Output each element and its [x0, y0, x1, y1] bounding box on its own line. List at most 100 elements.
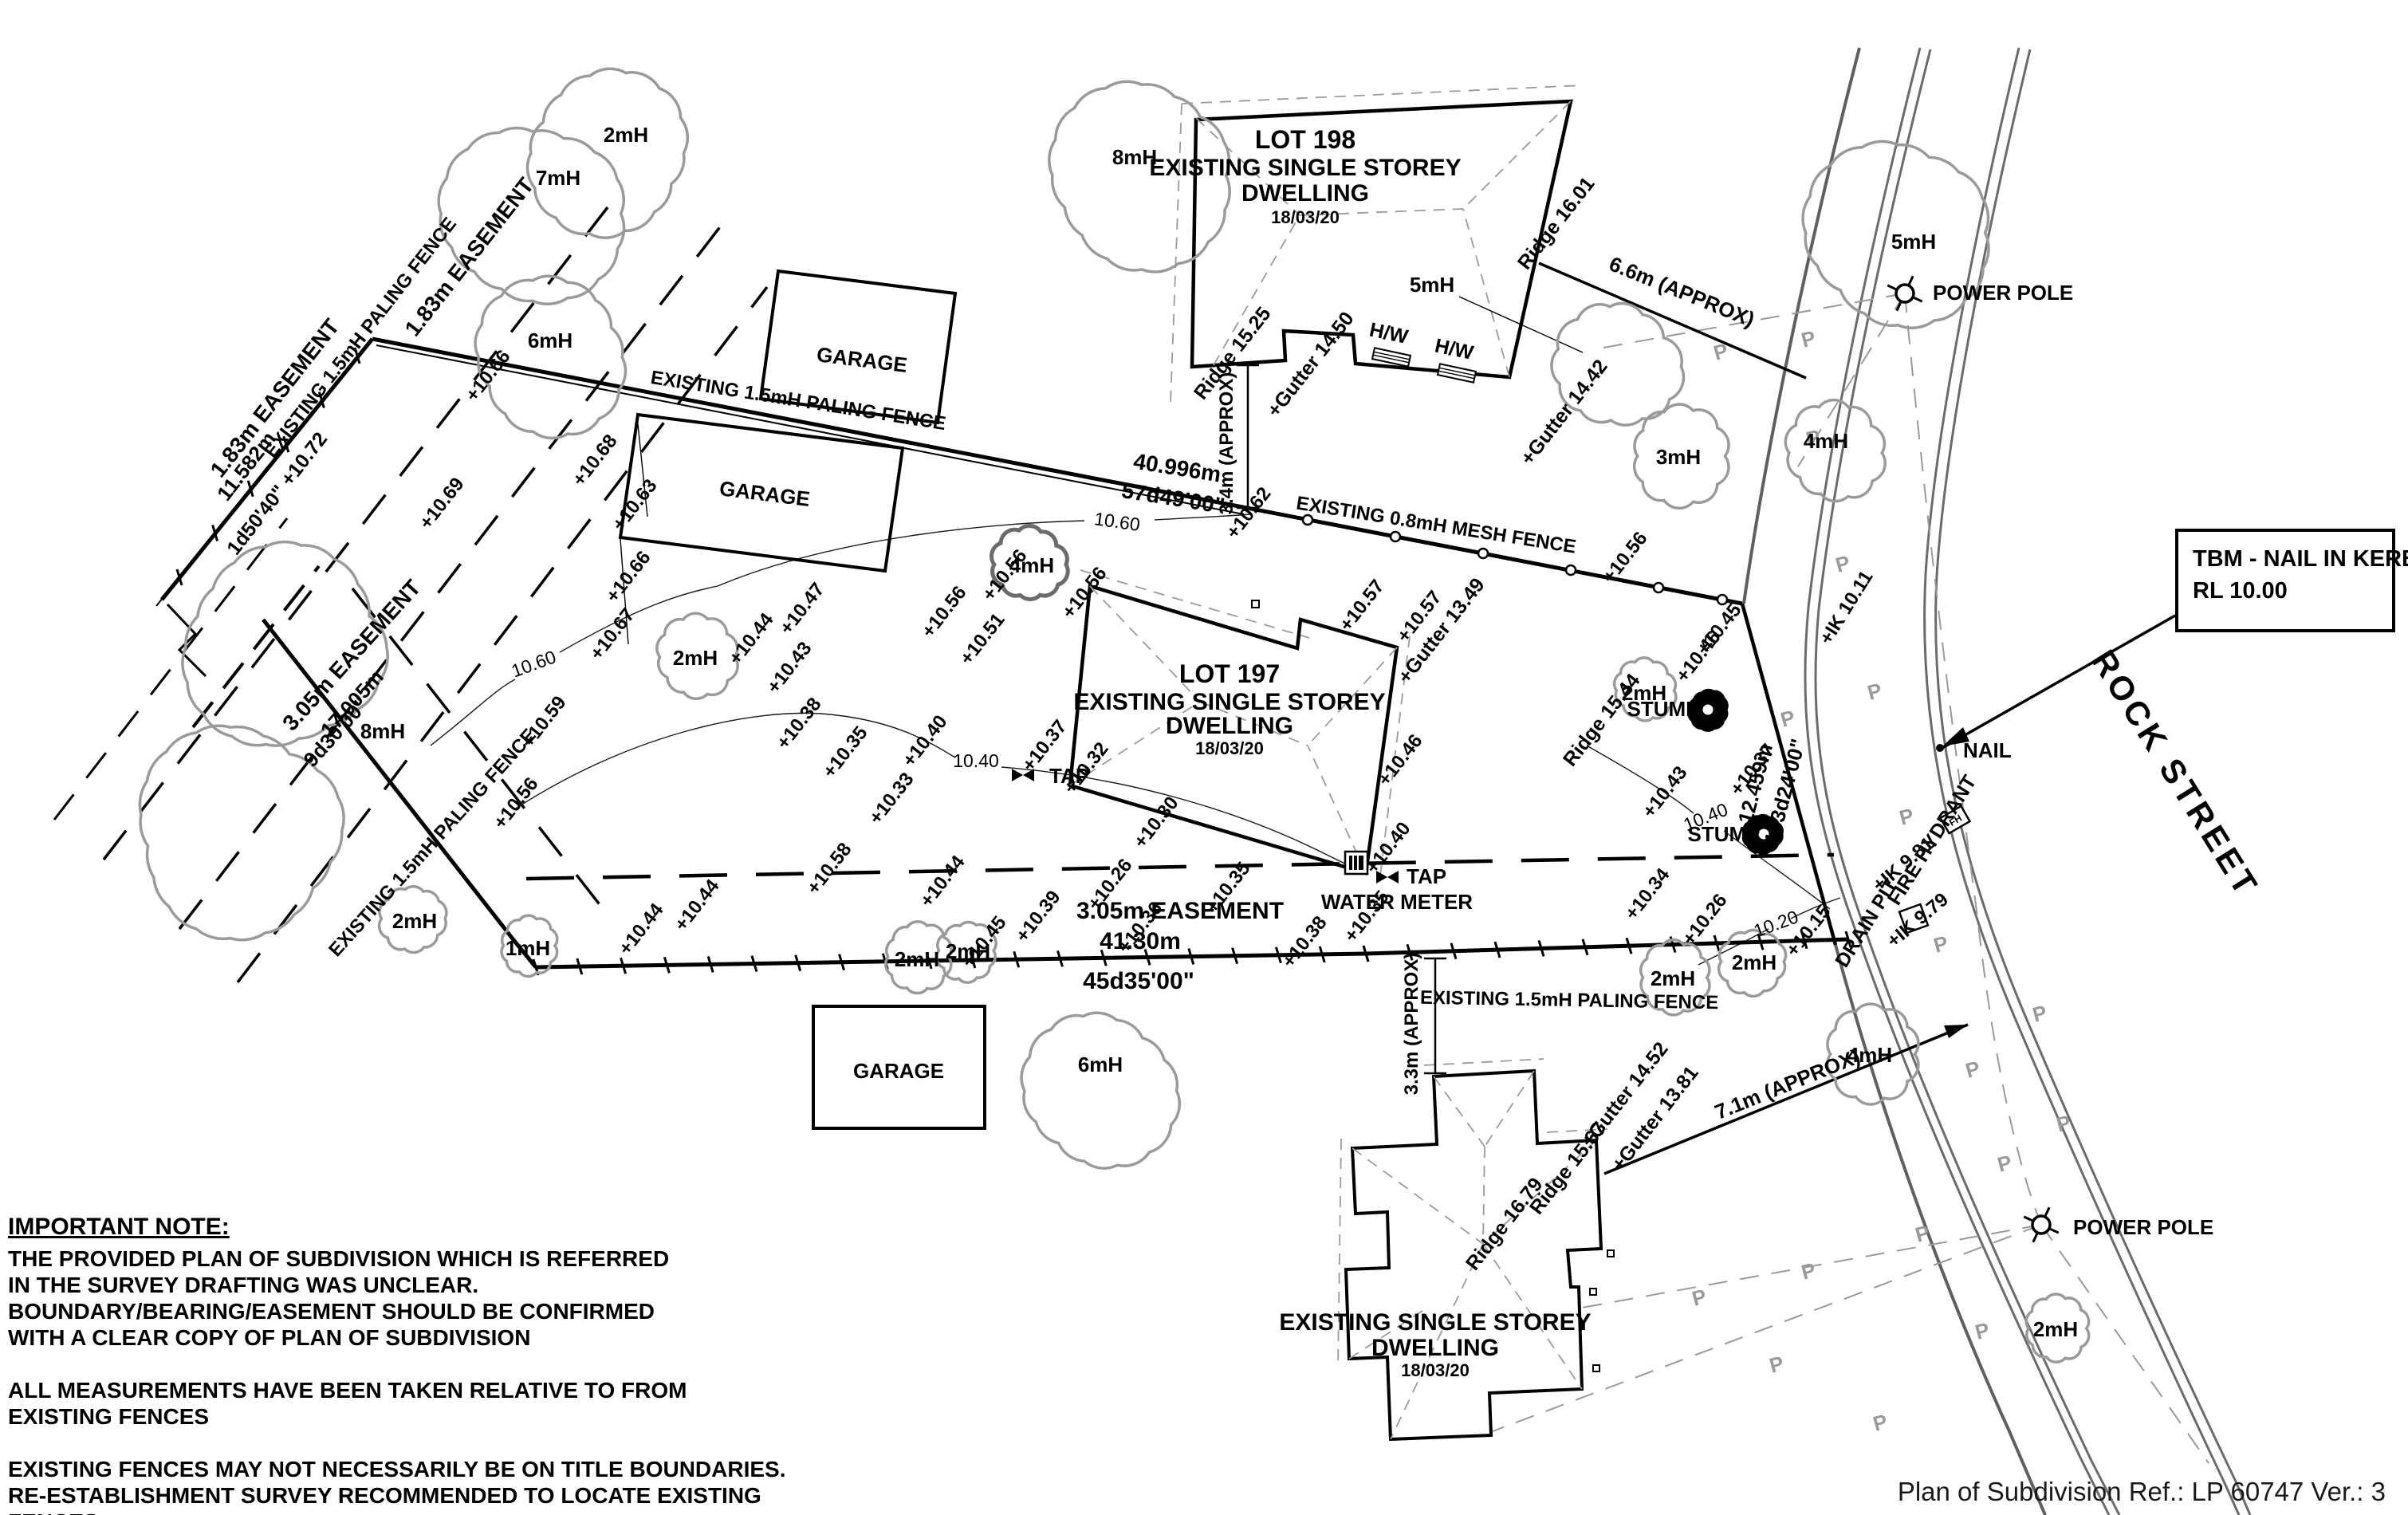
plan-label: 2mH — [895, 947, 939, 971]
plan-label: STUMP — [1688, 822, 1761, 846]
plan-label: DWELLING — [1166, 713, 1293, 739]
important-note-block: IMPORTANT NOTE: THE PROVIDED PLAN OF SUB… — [8, 1214, 786, 1515]
plan-label: 3mH — [1656, 445, 1701, 469]
plan-label: 7.1m (APPROX) — [1711, 1044, 1863, 1123]
easement-lines — [53, 206, 1835, 984]
plan-label: 18/03/20 — [1271, 207, 1340, 227]
plan-label: +10.44 — [671, 875, 724, 935]
important-note-line: EXISTING FENCES MAY NOT NECESSARILY BE O… — [8, 1457, 786, 1482]
plan-label: +10.47 — [776, 579, 829, 639]
power-pole-symbol — [2023, 1206, 2060, 1243]
fence-tick — [1143, 949, 1151, 966]
plan-label: STUMP — [1627, 697, 1700, 721]
fence-tick — [282, 435, 290, 453]
powerline-p-mark: P — [1973, 1317, 1993, 1344]
important-note-line: THE PROVIDED PLAN OF SUBDIVISION WHICH I… — [8, 1246, 670, 1271]
plan-label: 5mH — [1410, 273, 1454, 297]
tree-canopy — [1048, 80, 1231, 273]
plan-label: 6mH — [1078, 1053, 1123, 1076]
plan-label: +Gutter 14.52 — [1577, 1038, 1673, 1152]
hw-unit-symbol — [1371, 347, 1412, 368]
plan-label: WATER METER — [1321, 890, 1473, 914]
tree-canopy — [934, 920, 997, 984]
plan-reference-text: Plan of Subdivision Ref.: LP 60747 Ver.:… — [1897, 1477, 2386, 1506]
powerline-p-mark: P — [1690, 1284, 1710, 1310]
plan-label: +Gutter 13.81 — [1607, 1062, 1703, 1176]
plan-label: +10.30 — [1130, 793, 1183, 852]
plan-label: +10.59 — [517, 692, 571, 752]
powerline-p-mark: P — [1799, 1257, 1819, 1284]
fence-tick — [620, 957, 628, 974]
tbm-callout-box: TBM - NAIL IN KERB RL 10.00 — [2175, 529, 2408, 632]
plan-label: +10.69 — [415, 474, 469, 533]
plan-label: 2mH — [1732, 950, 1776, 974]
tree-canopy — [1632, 403, 1730, 510]
powerline-p-mark: P — [2030, 1000, 2050, 1026]
svg-text:FH: FH — [1947, 813, 1964, 828]
important-note-line — [8, 1430, 742, 1456]
important-note-title: IMPORTANT NOTE: — [8, 1214, 230, 1240]
fence-tick — [1581, 939, 1589, 956]
contour-lines — [430, 514, 1841, 966]
plan-label: +10.66 — [602, 547, 655, 607]
plan-label: POWER POLE — [2073, 1215, 2213, 1239]
tree-canopy — [2024, 1293, 2091, 1364]
tree-canopy — [525, 67, 690, 239]
plan-label: +10.51 — [956, 609, 1009, 669]
plan-label: +10.38 — [773, 694, 826, 754]
fence-tick — [1450, 942, 1458, 960]
powerline-p-mark: P — [1778, 705, 1798, 731]
plan-label: TAP — [1407, 864, 1446, 888]
plan-label: 3.05m EASEMENT — [1076, 898, 1284, 924]
plan-label: 2mH — [604, 123, 648, 147]
fence-tick — [1713, 935, 1721, 952]
tree-canopy — [500, 914, 559, 978]
tap-symbol — [1012, 769, 1399, 883]
plan-label: POWER POLE — [1933, 281, 2073, 305]
fence-tick — [1406, 943, 1414, 961]
powerline-p-mark: P — [1995, 1150, 2015, 1176]
fence-tick — [1187, 948, 1195, 966]
tree-canopy — [1020, 1011, 1182, 1170]
hw-unit-symbol — [1436, 363, 1477, 384]
tbm-line-2: RL 10.00 — [2193, 578, 2288, 604]
important-note-lines: THE PROVIDED PLAN OF SUBDIVISION WHICH I… — [8, 1245, 786, 1515]
plan-label: +10.66 — [462, 346, 515, 406]
plan-label: +10.56 — [918, 582, 971, 642]
plan-label: 2mH — [1622, 681, 1666, 705]
powerline-p-mark: P — [1865, 678, 1885, 704]
fence-tick — [1318, 946, 1326, 963]
mesh-fence-posts — [1301, 514, 1729, 606]
plan-label: +10.34 — [1621, 864, 1674, 924]
plan-label: 2mH — [1651, 966, 1695, 990]
tree-canopy — [1801, 140, 1990, 329]
fence-tick — [1844, 931, 1852, 948]
plan-label: 8mH — [360, 719, 405, 743]
plan-label: Ridge 16.79 — [1462, 1174, 1548, 1275]
plan-label: 18/03/20 — [1195, 738, 1264, 758]
fence-tick — [1013, 950, 1021, 968]
plan-label: 10.40 — [953, 750, 999, 771]
plan-label: +10.33 — [865, 769, 919, 828]
plan-label: EXISTING SINGLE STOREY — [1149, 155, 1461, 181]
plan-label: 4mH — [1847, 1043, 1892, 1067]
plan-label: +IK 10.11 — [1816, 567, 1878, 648]
tree-canopy — [1550, 301, 1686, 427]
fence-tick — [175, 569, 183, 586]
fence-tick — [1493, 941, 1501, 958]
plan-label: 4mH — [1009, 553, 1054, 577]
plan-label: ROCK STREET — [2084, 643, 2267, 904]
fence-tick — [663, 956, 671, 974]
fence-tick — [1800, 932, 1808, 950]
plan-label: EXISTING SINGLE STOREY — [1279, 1309, 1591, 1336]
plan-label: 10.60 — [1093, 508, 1142, 535]
fence-tick — [1537, 940, 1545, 957]
plan-label: +10.26 — [1678, 890, 1732, 950]
plan-label: 2mH — [946, 939, 990, 963]
plan-label: +10.46 — [1672, 627, 1725, 687]
plan-label: +Gutter 14.50 — [1263, 308, 1359, 422]
fence-tick — [794, 954, 802, 972]
plan-label: 3.3m (APPROX) — [1401, 953, 1422, 1096]
nail-symbol — [1936, 744, 1944, 752]
tree-canopy — [181, 540, 389, 747]
